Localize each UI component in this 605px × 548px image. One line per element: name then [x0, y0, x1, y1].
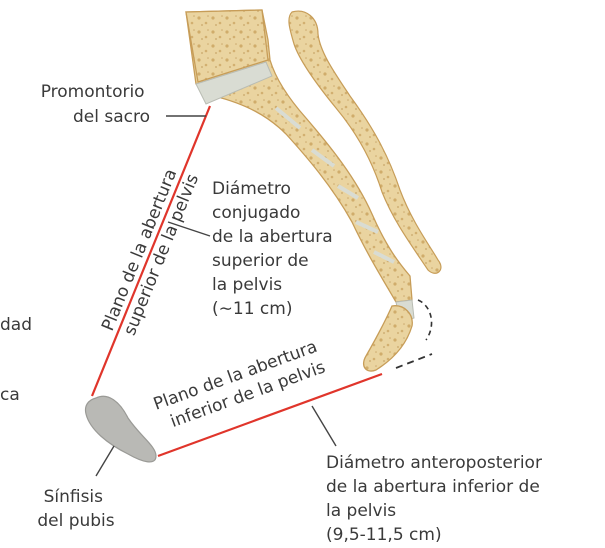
inferior-plane-label: Plano de la abertura inferior de la pelv… — [151, 335, 333, 435]
promontory-label: Promontorio del sacro — [41, 82, 150, 127]
inferior-plane-extension — [396, 354, 432, 368]
symphysis-label: Sínfisis del pubis — [37, 487, 114, 531]
coccyx-bone — [364, 300, 414, 371]
symphysis-leader — [96, 446, 114, 476]
coccyx-lower — [364, 306, 413, 371]
conjugate-diameter-label: Diámetro conjugado de la abertura superi… — [212, 179, 338, 319]
pubic-symphysis-bone — [85, 396, 156, 462]
anteroposterior-diameter-label: Diámetro anteroposterior de la abertura … — [326, 453, 547, 545]
cropped-text-1: dad — [0, 315, 32, 335]
anteroposterior-leader — [312, 406, 336, 446]
coccyx-movement-arc — [418, 300, 432, 340]
cropped-text-2: ca — [0, 385, 20, 405]
superior-plane-line — [92, 106, 210, 396]
